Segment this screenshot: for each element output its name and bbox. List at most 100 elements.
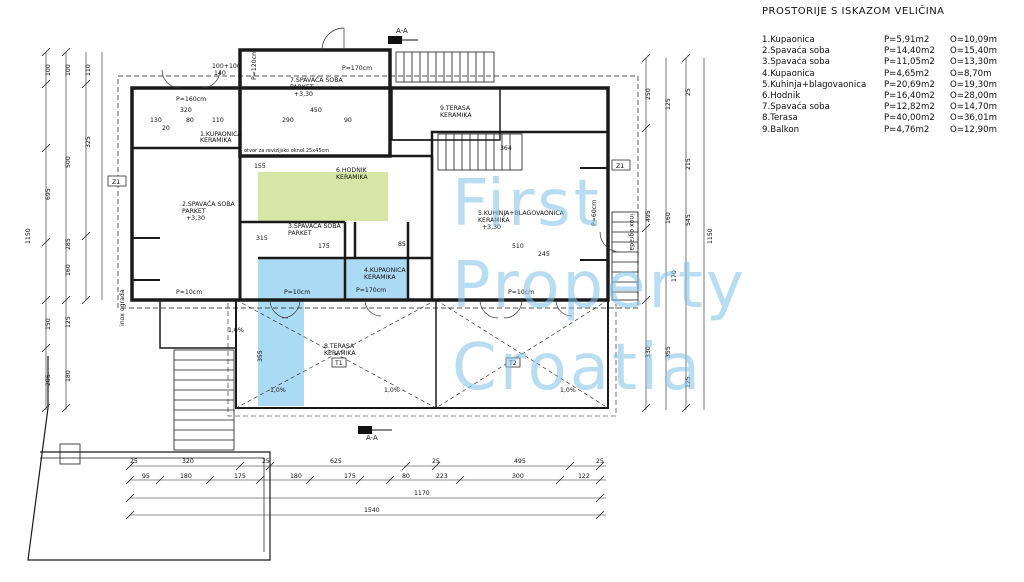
dim-right-160: 160 — [665, 212, 672, 224]
room-perimeter: O=10,09m — [950, 35, 997, 45]
legend-row: 3.Spavaća soba P=11,05m2 O=13,30m — [762, 57, 1012, 68]
fence-label-right: inox ograda — [628, 214, 635, 251]
dim-175: 175 — [318, 243, 330, 250]
room-name: 4.Kupaonica — [762, 68, 815, 79]
dim-bottom-r2-7: 300 — [512, 473, 524, 480]
tag-z1-left: Z1 — [112, 179, 120, 186]
section-label-bottom: A-A — [366, 434, 378, 442]
note-box-tl2: 140 — [214, 70, 226, 77]
room-perimeter: O=8,70m — [950, 68, 992, 79]
dim-left-160: 160 — [65, 264, 72, 276]
room-5-name: 5.KUHINJA+BLAGOVAONICA — [478, 210, 565, 217]
room-5-floor: KERAMIKA — [478, 217, 510, 224]
dim-bottom-r2-0: 95 — [142, 473, 150, 480]
legend-row: 4.Kupaonica P=4,65m2 O=8,70m — [762, 69, 1012, 80]
room-9-floor: KERAMIKA — [440, 112, 472, 119]
bathroom-highlight — [258, 258, 408, 298]
room-area: P=14,40m2 — [884, 46, 935, 57]
room-name: 3.Spavaća soba — [762, 57, 830, 68]
note-revision: otvor za revizijsko oknol.25x45cm — [244, 148, 329, 154]
dim-left-285: 285 — [65, 238, 72, 250]
room-perimeter: O=12,90m — [950, 124, 997, 135]
room-8-name: 8.TERASA — [324, 343, 355, 350]
room-perimeter: O=14,70m — [950, 102, 997, 113]
dim-bottom-r1-1: 320 — [182, 458, 194, 465]
room-5-height: +3,30 — [482, 224, 501, 231]
room-name: 5.Kuhinja+blagovaonica — [762, 79, 867, 90]
dim-245: 245 — [538, 251, 550, 258]
dim-left-1150: 1150 — [25, 228, 32, 244]
room-3-floor: PARKET — [288, 230, 312, 237]
note-p160: P=160cm — [176, 96, 206, 103]
dim-right-170: 170 — [671, 270, 678, 282]
slope-label-3: 1,0% — [384, 387, 400, 394]
dimension-ticks — [41, 47, 691, 520]
dim-left-110: 110 — [85, 64, 92, 76]
note-p10-mid: P=10cm — [284, 289, 310, 296]
dim-right-215: 215 — [685, 158, 692, 170]
section-markers — [358, 36, 418, 434]
dim-20: 20 — [162, 125, 170, 132]
room-8-floor: KERAMIKA — [324, 350, 356, 357]
room-perimeter: O=19,30m — [950, 79, 997, 90]
legend-title: PROSTORIJE S ISKAZOM VELIČINA — [762, 6, 945, 17]
dim-right-545: 545 — [685, 214, 692, 226]
dim-290: 290 — [282, 117, 294, 124]
dim-315: 315 — [256, 235, 268, 242]
interior-walls — [132, 88, 608, 300]
note-p120: P=120cm — [251, 50, 258, 80]
dim-130: 130 — [150, 117, 162, 124]
legend-row: 8.Terasa P=40,00m2 O=36,01m — [762, 113, 1012, 124]
room-name: 8.Terasa — [762, 113, 798, 124]
slope-label-4: 1,0% — [560, 387, 576, 394]
slope-label-2: 1,0% — [270, 387, 286, 394]
room-area-legend: PROSTORIJE S ISKAZOM VELIČINA 1.Kupaonic… — [762, 6, 1012, 136]
dim-bottom-r2-3: 180 — [290, 473, 302, 480]
watermark-line-3: Croatia — [452, 331, 704, 405]
room-1-floor: KERAMIKA — [200, 137, 232, 144]
room-4-name: 4.KUPAONICA — [364, 267, 406, 274]
room-area: P=4,65m2 — [884, 68, 930, 79]
dimension-lines — [45, 52, 705, 516]
room-7-height: +3,30 — [294, 91, 313, 98]
legend-row: 2.Spavaća soba P=14,40m2 O=15,40m — [762, 46, 1012, 57]
tag-z1-right: Z1 — [616, 163, 624, 170]
room-4-floor: KERAMIKA — [364, 274, 396, 281]
dim-90: 90 — [344, 117, 352, 124]
dim-right-125b: 125 — [685, 376, 692, 388]
note-box-tl: 100+100 — [212, 63, 241, 70]
room-perimeter: O=28,00m — [950, 91, 997, 102]
legend-row: 7.Spavaća soba P=12,82m2 O=14,70m — [762, 102, 1012, 113]
dim-left-100b: 100 — [65, 64, 72, 76]
legend-row: 1.Kupaonica P=5,91m2 O=10,09m — [762, 35, 1012, 46]
slope-label-1: 1,0% — [228, 327, 244, 334]
room-name: 2.Spavaća soba — [762, 46, 830, 57]
tags — [107, 159, 631, 368]
dim-left-325: 325 — [85, 136, 92, 148]
dim-bottom-r1-6: 25 — [596, 458, 604, 465]
door-swings — [161, 27, 621, 319]
room-perimeter: O=36,01m — [950, 113, 997, 124]
dim-bottom-r1-3: 625 — [330, 458, 342, 465]
dim-450: 450 — [310, 107, 322, 114]
note-p170-top: P=170cm — [342, 65, 372, 72]
room-2-floor: PARKET — [182, 208, 206, 215]
watermark-line-1: First — [452, 167, 602, 241]
dim-bottom-r2-6: 223 — [436, 473, 448, 480]
dim-left-100a: 100 — [45, 64, 52, 76]
dim-bottom-r1-5: 495 — [514, 458, 526, 465]
legend-row: 9.Balkon P=4,76m2 O=12,90m — [762, 125, 1012, 136]
room-perimeter: O=15,40m — [950, 46, 997, 57]
dim-320: 320 — [180, 107, 192, 114]
room-name: 6.Hodnik — [762, 91, 801, 102]
dim-left-500: 500 — [65, 156, 72, 168]
room-name: 9.Balkon — [762, 124, 800, 135]
dim-110: 110 — [212, 117, 224, 124]
note-p170-mid: P=170cm — [356, 287, 386, 294]
dim-80: 80 — [186, 117, 194, 124]
dim-right-1150: 1150 — [707, 228, 714, 244]
terrace-strip-highlight — [258, 298, 304, 406]
dim-right-250: 250 — [645, 88, 652, 100]
legend-row: 5.Kuhinja+blagovaonica P=20,69m2 O=19,30… — [762, 80, 1012, 91]
